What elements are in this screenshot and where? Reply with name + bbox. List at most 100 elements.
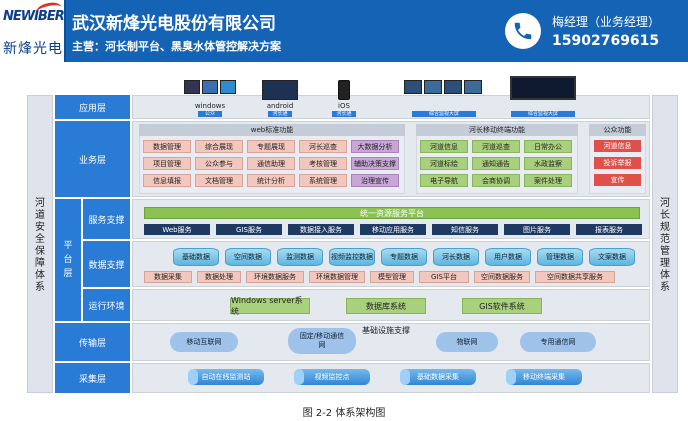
runtime-gis-system: GIS软件系统: [462, 298, 542, 314]
web-function-item: 考核管理: [299, 157, 347, 170]
device-tag: 河长通: [332, 111, 356, 117]
device-tag: 河长通: [268, 111, 292, 117]
device-tag: 综合监视大屏: [511, 111, 575, 117]
data-service-item: GIS平台: [419, 271, 469, 283]
service-item: 知信服务: [432, 224, 498, 235]
service-item: 移动应用服务: [360, 224, 426, 235]
data-service-item: 数据处理: [197, 271, 241, 283]
web-function-item: 综合展现: [195, 140, 243, 153]
mobile-function-item: 河道巡查: [472, 140, 520, 153]
big-screen-icon: [510, 76, 576, 100]
database-item: 河长数据: [433, 248, 479, 266]
layer-label-data-support: 数据支撑: [83, 241, 130, 287]
web-function-item: 辅助决策支撑: [351, 157, 399, 170]
service-item: 图片服务: [504, 224, 570, 235]
service-item: 数据接入服务: [288, 224, 354, 235]
public-panel-header: 公众功能: [589, 124, 646, 136]
service-item: 报表服务: [576, 224, 642, 235]
mobile-function-item: 通知通告: [472, 157, 520, 170]
layer-label-business: 业务层: [55, 121, 130, 197]
transport-item: 移动互联网: [170, 332, 238, 352]
data-service-item: 数据采集: [144, 271, 192, 283]
layer-label-collection: 采集层: [55, 363, 130, 393]
web-function-item: 统计分析: [247, 174, 295, 187]
runtime-database-system: 数据库系统: [346, 298, 426, 314]
database-item: 管理数据: [537, 248, 583, 266]
phone-icon: [505, 13, 541, 49]
logo-text-cn: 新烽光电: [3, 41, 63, 57]
web-function-item: 数据管理: [143, 140, 191, 153]
database-item: 基础数据: [173, 248, 219, 266]
layer-label-runtime: 运行环境: [83, 289, 130, 321]
unified-service-platform-bar: 统一资源服务平台: [144, 207, 640, 219]
web-function-item: 通信助理: [247, 157, 295, 170]
data-service-item: 空间数据共享服务: [535, 271, 615, 283]
monitor-icon: [202, 80, 218, 94]
database-item: 专题数据: [381, 248, 427, 266]
transport-item: 物联网: [436, 332, 498, 352]
data-service-item: 环境数据服务: [246, 271, 304, 283]
tablet-icon: [262, 80, 298, 100]
web-function-item: 河长巡查: [299, 140, 347, 153]
collection-item: 基础数据采集: [400, 369, 476, 385]
company-logo: NEWIBER 新烽光电: [0, 0, 66, 62]
web-function-item: 大数据分析: [351, 140, 399, 153]
screen-icon: [404, 80, 422, 94]
transport-item: 固定/移动通信网: [288, 328, 356, 354]
logo-text-en: NEWIBER: [3, 9, 65, 24]
mobile-function-item: 水政监察: [524, 157, 572, 170]
web-panel-header: web标准功能: [139, 124, 405, 136]
monitor-icon: [184, 80, 200, 94]
database-item: 用户数据: [485, 248, 531, 266]
device-label: iOS: [338, 102, 350, 110]
data-service-item: 环境数据管理: [309, 271, 365, 283]
device-windows: windows 公众: [182, 80, 238, 118]
web-function-item: 文档管理: [195, 174, 243, 187]
device-monitor-wall-1: 综合监视大屏: [402, 80, 486, 118]
figure-caption: 图 2-2 体系架构图: [302, 408, 386, 419]
database-item: 文案数据: [589, 248, 635, 266]
collection-item: 自动在线监测站: [188, 369, 264, 385]
mobile-function-item: 案件处理: [524, 174, 572, 187]
layer-label-transport: 传输层: [55, 323, 130, 361]
layer-label-platform: 平台层: [55, 199, 81, 321]
service-item: GIS服务: [216, 224, 282, 235]
database-item: 视频监控数据: [329, 248, 375, 266]
mobile-function-item: 河道标绘: [420, 157, 468, 170]
screen-icon: [464, 80, 482, 94]
mobile-function-item: 河道信息: [420, 140, 468, 153]
left-side-label: 河道安全保障体系: [35, 198, 45, 293]
device-tag: 综合监视大屏: [412, 111, 476, 117]
layer-label-app: 应用层: [55, 95, 130, 119]
transport-item: 专用通信网: [520, 332, 596, 352]
device-label: windows: [194, 102, 226, 110]
screen-icon: [424, 80, 442, 94]
right-side-panel: [652, 95, 678, 393]
public-item: 投诉举报: [594, 157, 641, 169]
runtime-windows-server: Windows server系统: [230, 296, 310, 316]
web-function-item: 专题展现: [247, 140, 295, 153]
device-tag: 公众: [198, 111, 222, 117]
layer-label-service-support: 服务支撑: [83, 199, 130, 239]
collection-item: 视频监控点: [294, 369, 370, 385]
data-service-item: 模型管理: [370, 271, 414, 283]
monitor-icon: [220, 80, 236, 94]
database-item: 空间数据: [225, 248, 271, 266]
device-label: android: [266, 102, 294, 110]
web-function-item: 系统管理: [299, 174, 347, 187]
public-item: 宣传: [594, 174, 641, 186]
mobile-function-item: 日常办公: [524, 140, 572, 153]
web-function-item: 治理宣传: [351, 174, 399, 187]
contact-phone: 15902769615: [552, 33, 660, 49]
header-banner: NEWIBER 新烽光电 武汉新烽光电股份有限公司 主营：河长制平台、黑臭水体管…: [0, 0, 688, 62]
web-function-item: 项目管理: [143, 157, 191, 170]
database-item: 监测数据: [277, 248, 323, 266]
right-side-label: 河长规范管理体系: [660, 198, 670, 293]
left-side-panel: [27, 95, 53, 393]
collection-item: 移动终端采集: [506, 369, 582, 385]
data-service-item: 空间数据服务: [474, 271, 530, 283]
company-slogan: 主营：河长制平台、黑臭水体管控解决方案: [72, 40, 281, 53]
device-monitor-wall-2: 综合监视大屏: [506, 76, 580, 118]
mobile-panel-header: 河长移动终端功能: [416, 124, 578, 136]
public-item: 河道信息: [594, 140, 641, 152]
